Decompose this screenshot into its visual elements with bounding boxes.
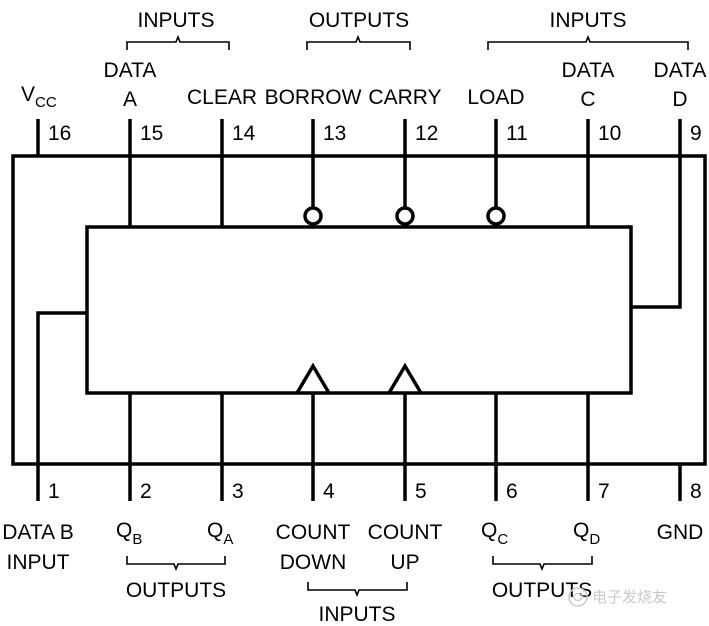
pin-11-inversion-bubble: [486, 206, 506, 226]
pin-4-clock-triangle: [295, 362, 331, 394]
logic-block: [85, 225, 633, 395]
pin-13-name: BORROW: [265, 86, 362, 109]
pin-3-name: QA: [207, 519, 233, 548]
package-outline: [11, 154, 707, 466]
pin-4-name-line2: DOWN: [280, 551, 347, 574]
pin-14-number: 14: [232, 122, 256, 145]
pin-2-number: 2: [140, 480, 152, 503]
pin-16-number: 16: [48, 122, 71, 145]
pin-5-clock-triangle: [387, 362, 423, 394]
pin-12-name: CARRY: [368, 86, 441, 109]
pin-4-number: 4: [323, 480, 335, 503]
pin-7-number: 7: [598, 480, 610, 503]
pin-11-number: 11: [506, 122, 528, 145]
bottom-right-brace: [492, 556, 593, 572]
pin-7-name: QD: [573, 519, 600, 548]
pin-8-name: GND: [657, 521, 704, 544]
watermark-text: 电子发烧友: [592, 588, 667, 606]
pin-13-number: 13: [323, 122, 346, 145]
pin-3-number: 3: [232, 480, 244, 503]
group-label-top-middle: OUTPUTS: [309, 9, 409, 32]
group-label-bottom-left: OUTPUTS: [126, 579, 226, 602]
pin-13-inversion-bubble: [303, 206, 323, 226]
pin-12-inversion-bubble: [395, 206, 415, 226]
pin-10-name-line2: C: [580, 88, 595, 111]
bottom-left-brace: [126, 556, 226, 572]
pin-1-name-line1: DATA B: [2, 521, 74, 544]
pin-5-number: 5: [415, 480, 427, 503]
pin-1-lead: [36, 311, 87, 501]
pin-8-number: 8: [690, 480, 702, 503]
pin-6-number: 6: [506, 480, 518, 503]
pin-4-name-line1: COUNT: [276, 521, 351, 544]
pin-9-name-line2: D: [672, 88, 687, 111]
pin-15-name-line1: DATA: [104, 59, 157, 82]
group-label-top-left: INPUTS: [137, 9, 214, 32]
pin-9-lead: [631, 119, 682, 309]
pin-16-name: VCC: [21, 83, 57, 111]
watermark-logo: 电子发烧友: [568, 587, 667, 607]
pin-1-name-line2: INPUT: [7, 551, 70, 574]
pin-14-name: CLEAR: [187, 86, 257, 109]
pin-15-number: 15: [140, 122, 163, 145]
pin-5-name-line2: UP: [390, 551, 419, 574]
pin-9-number: 9: [690, 122, 702, 145]
pin-5-name-line1: COUNT: [368, 521, 443, 544]
group-label-bottom-right: OUTPUTS: [492, 579, 592, 602]
top-middle-brace: [306, 34, 411, 50]
group-label-bottom-middle: INPUTS: [318, 603, 395, 626]
pin-6-name: QC: [481, 519, 508, 548]
pin-15-name-line2: A: [123, 88, 137, 111]
pin-11-name: LOAD: [467, 86, 524, 109]
watermark-logo-icon: [568, 587, 588, 607]
top-right-brace: [487, 34, 689, 50]
top-left-brace: [126, 34, 230, 50]
pin-10-name-line1: DATA: [562, 59, 615, 82]
pin-1-number: 1: [48, 480, 60, 503]
group-label-top-right: INPUTS: [549, 9, 626, 32]
pin-12-number: 12: [415, 122, 438, 145]
pin-9-name-line1: DATA: [654, 59, 707, 82]
pin-2-name: QB: [116, 519, 142, 548]
pin-10-number: 10: [598, 122, 621, 145]
bottom-middle-brace: [307, 582, 408, 598]
